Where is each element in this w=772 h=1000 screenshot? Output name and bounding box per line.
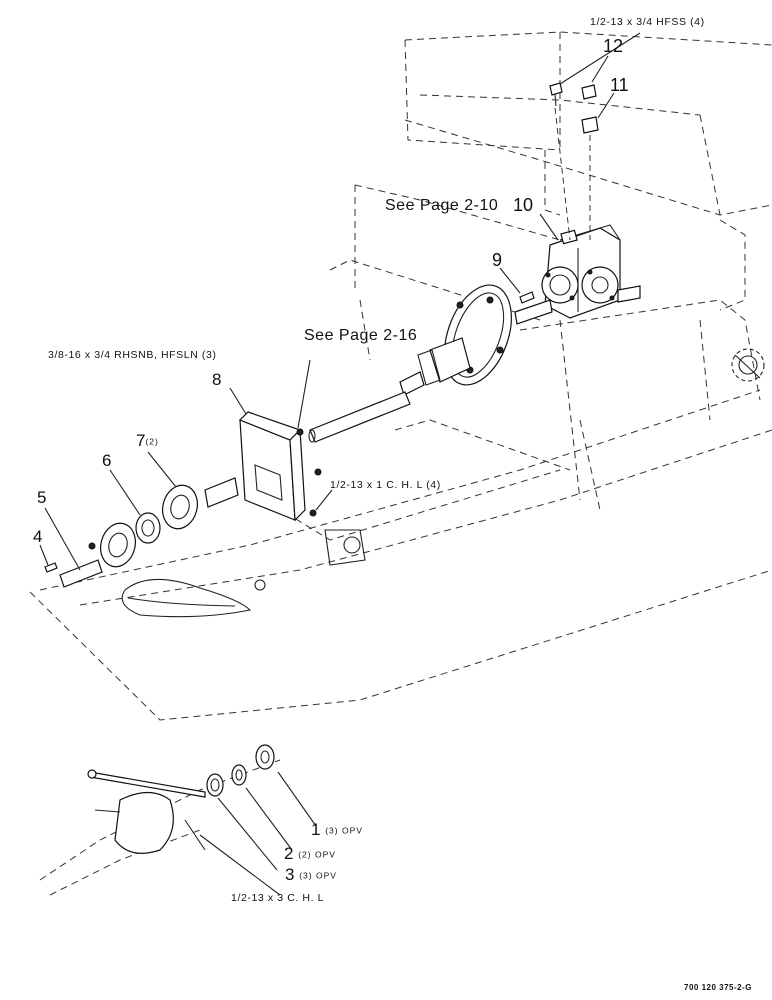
drive-shaft xyxy=(308,391,411,443)
callout-8: 8 xyxy=(212,370,222,389)
callout-3: 3 (3) OPV xyxy=(285,865,337,884)
key-item-9 xyxy=(519,291,535,304)
callout-11: 11 xyxy=(610,75,629,95)
callout-6: 6 xyxy=(102,451,112,470)
label-bracket-fastener: 3/8-16 x 3/4 RHSNB, HFSLN (3) xyxy=(48,349,217,361)
callout-2: 2 (2) OPV xyxy=(284,844,336,863)
lower-detail-assembly xyxy=(39,744,317,896)
bearing-flange-lower xyxy=(100,522,136,568)
pulley-hub-assembly xyxy=(399,284,512,396)
bearing-item-6 xyxy=(135,512,161,544)
label-bottom-fastener: 1/2-13 x 3 C. H. L xyxy=(231,892,325,904)
callout-9: 9 xyxy=(492,250,503,270)
label-see-page-hub: See Page 2-16 xyxy=(304,327,418,344)
upper-frame-outline xyxy=(404,31,772,311)
label-top-fastener: 1/2-13 x 3/4 HFSS (4) xyxy=(590,16,705,28)
callout-10: 10 xyxy=(513,195,534,215)
leader-lines xyxy=(39,32,641,571)
top-hardware xyxy=(549,82,599,241)
callout-3-qty: (3) OPV xyxy=(299,870,337,881)
bearing-flange-item-7 xyxy=(162,484,198,530)
part-number: 700 120 375-2-G xyxy=(684,983,752,992)
key-item-4 xyxy=(44,562,58,573)
main-frame-beam xyxy=(29,184,772,721)
callout-1: 1 (3) OPV xyxy=(311,820,363,839)
bearing-bracket xyxy=(204,411,322,522)
label-see-page-gearbox: See Page 2-10 xyxy=(385,197,499,214)
callout-4: 4 xyxy=(33,527,43,546)
callout-5: 5 xyxy=(37,488,47,507)
callout-7-qty: (2) xyxy=(145,436,159,447)
hitch-nose xyxy=(121,529,366,618)
callout-2-qty: (2) OPV xyxy=(298,849,336,860)
callout-12: 12 xyxy=(603,36,624,56)
callout-7: 7(2) xyxy=(136,431,159,450)
frame-port xyxy=(731,348,765,382)
gearbox xyxy=(514,224,641,325)
label-mount-fastener: 1/2-13 x 1 C. H. L (4) xyxy=(330,479,441,491)
stub-shaft-item-5 xyxy=(59,542,103,588)
callout-1-qty: (3) OPV xyxy=(325,825,363,836)
